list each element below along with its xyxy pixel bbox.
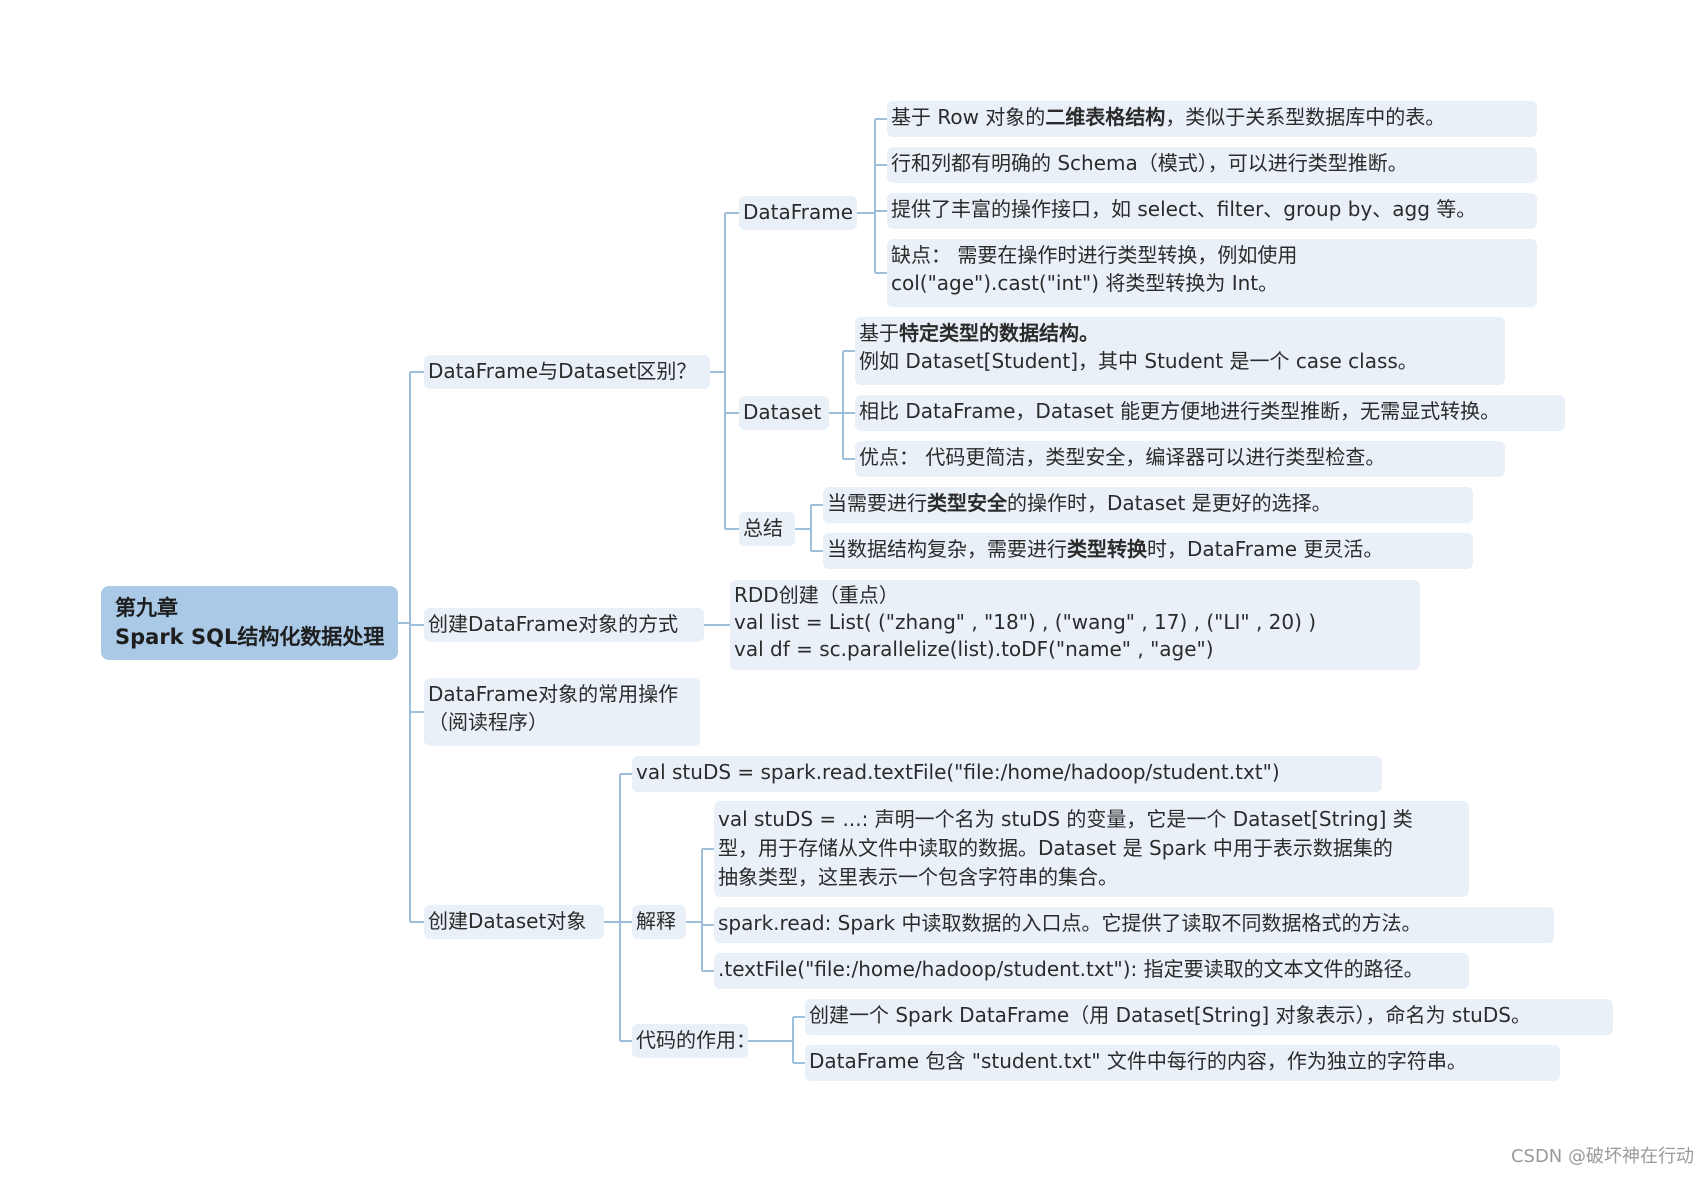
branch-dataframe-ops[interactable]: DataFrame对象的常用操作 （阅读程序） <box>424 678 700 746</box>
dataframe-leaf-1-c: ，类似于关系型数据库中的表。 <box>1165 105 1446 129</box>
dataframe-leaf-1-a: 基于 Row 对象的 <box>891 105 1046 129</box>
branch-create-dataframe-label: 创建DataFrame对象的方式 <box>428 612 679 636</box>
explain-node-label: 解释 <box>636 909 676 933</box>
branch-create-dataframe[interactable]: 创建DataFrame对象的方式 <box>424 608 704 642</box>
summary-leaf-2-b: 类型转换 <box>1067 537 1147 561</box>
dataset-leaf-3-text: 优点： 代码更简洁，类型安全，编译器可以进行类型检查。 <box>859 445 1386 469</box>
dataframe-leaf-1-b: 二维表格结构 <box>1045 105 1166 129</box>
explain-leaf-1-line2: 型，用于存储从文件中读取的数据。Dataset 是 Spark 中用于表示数据集… <box>718 836 1393 860</box>
dataframe-leaf-3-text: 提供了丰富的操作接口，如 select、filter、group by、agg … <box>891 197 1477 221</box>
dataset-leaf-1-line2: 例如 Dataset[Student]，其中 Student 是一个 case … <box>859 349 1418 373</box>
dataset-code-text: val stuDS = spark.read.textFile("file:/h… <box>636 760 1280 784</box>
explain-leaf-1-line1: val stuDS = ...: 声明一个名为 stuDS 的变量，它是一个 D… <box>718 807 1413 831</box>
rdd-create-line1: RDD创建（重点） <box>734 583 899 607</box>
dataframe-node-label: DataFrame <box>743 200 854 224</box>
branch-create-dataset[interactable]: 创建Dataset对象 <box>424 905 604 939</box>
summary-node-label: 总结 <box>743 516 783 540</box>
summary-leaf-1-b: 类型安全 <box>927 491 1007 515</box>
dataset-node[interactable]: Dataset <box>739 396 829 430</box>
dataset-leaf-1-b: 特定类型的数据结构。 <box>899 321 1099 345</box>
dataframe-leaf-4-line2: col("age").cast("int") 将类型转换为 Int。 <box>891 271 1279 295</box>
dataset-leaf-3[interactable]: 优点： 代码更简洁，类型安全，编译器可以进行类型检查。 <box>855 441 1505 477</box>
root-title-line1: 第九章 <box>115 596 178 620</box>
dataset-leaf-1[interactable]: 基于特定类型的数据结构。 例如 Dataset[Student]，其中 Stud… <box>855 317 1505 385</box>
dataset-code-node[interactable]: val stuDS = spark.read.textFile("file:/h… <box>632 756 1382 792</box>
rdd-create-line3: val df = sc.parallelize(list).toDF("name… <box>734 637 1214 661</box>
summary-leaf-1-c: 的操作时，Dataset 是更好的选择。 <box>1007 491 1332 515</box>
branch-create-dataset-label: 创建Dataset对象 <box>428 909 587 933</box>
purpose-leaf-2[interactable]: DataFrame 包含 "student.txt" 文件中每行的内容，作为独立… <box>805 1045 1560 1081</box>
explain-leaf-1[interactable]: val stuDS = ...: 声明一个名为 stuDS 的变量，它是一个 D… <box>714 801 1469 897</box>
purpose-node[interactable]: 代码的作用： <box>632 1024 756 1058</box>
summary-leaf-1-a: 当需要进行 <box>827 491 927 515</box>
explain-node[interactable]: 解释 <box>632 905 686 939</box>
summary-node[interactable]: 总结 <box>739 512 795 546</box>
branch-diff-label: DataFrame与Dataset区别？ <box>428 359 697 383</box>
dataframe-leaf-3[interactable]: 提供了丰富的操作接口，如 select、filter、group by、agg … <box>887 193 1537 229</box>
dataset-leaf-1-line1: 基于特定类型的数据结构。 <box>859 319 1501 347</box>
explain-leaf-3[interactable]: .textFile("file:/home/hadoop/student.txt… <box>714 953 1469 989</box>
root-title-line2: Spark SQL结构化数据处理 <box>115 625 385 649</box>
dataframe-leaf-2-text: 行和列都有明确的 Schema（模式），可以进行类型推断。 <box>891 151 1408 175</box>
branch-diff[interactable]: DataFrame与Dataset区别？ <box>424 355 710 389</box>
watermark: CSDN @破坏神在行动 <box>1510 1146 1694 1167</box>
purpose-leaf-1[interactable]: 创建一个 Spark DataFrame（用 Dataset[String] 对… <box>805 999 1613 1035</box>
dataset-leaf-1-a: 基于 <box>859 321 899 345</box>
purpose-leaf-1-text: 创建一个 Spark DataFrame（用 Dataset[String] 对… <box>809 1003 1531 1027</box>
branch-dataframe-ops-line1: DataFrame对象的常用操作 <box>428 682 679 706</box>
summary-leaf-2-a: 当数据结构复杂，需要进行 <box>827 537 1067 561</box>
root-node[interactable]: 第九章 Spark SQL结构化数据处理 <box>101 586 398 660</box>
explain-leaf-3-text: .textFile("file:/home/hadoop/student.txt… <box>718 957 1424 981</box>
purpose-node-label: 代码的作用： <box>636 1028 756 1052</box>
rdd-create-line2: val list = List( ("zhang" , "18") , ("wa… <box>734 610 1317 634</box>
summary-leaf-1[interactable]: 当需要进行类型安全的操作时，Dataset 是更好的选择。 <box>823 487 1473 523</box>
explain-leaf-1-line3: 抽象类型，这里表示一个包含字符串的集合。 <box>718 865 1118 889</box>
dataset-leaf-2-text: 相比 DataFrame，Dataset 能更方便地进行类型推断，无需显式转换。 <box>859 399 1501 423</box>
branch-dataframe-ops-line2: （阅读程序） <box>428 710 548 734</box>
dataframe-leaf-1[interactable]: 基于 Row 对象的二维表格结构，类似于关系型数据库中的表。 <box>887 101 1537 137</box>
dataset-leaf-2[interactable]: 相比 DataFrame，Dataset 能更方便地进行类型推断，无需显式转换。 <box>855 395 1565 431</box>
purpose-leaf-2-text: DataFrame 包含 "student.txt" 文件中每行的内容，作为独立… <box>809 1049 1467 1073</box>
dataframe-leaf-2[interactable]: 行和列都有明确的 Schema（模式），可以进行类型推断。 <box>887 147 1537 183</box>
dataframe-leaf-4-line1: 缺点： 需要在操作时进行类型转换，例如使用 <box>891 243 1298 267</box>
rdd-create-leaf[interactable]: RDD创建（重点） val list = List( ("zhang" , "1… <box>730 580 1420 670</box>
dataframe-leaf-4[interactable]: 缺点： 需要在操作时进行类型转换，例如使用 col("age").cast("i… <box>887 239 1537 307</box>
summary-leaf-2-c: 时，DataFrame 更灵活。 <box>1147 537 1384 561</box>
dataframe-node[interactable]: DataFrame <box>739 196 857 230</box>
summary-leaf-2[interactable]: 当数据结构复杂，需要进行类型转换时，DataFrame 更灵活。 <box>823 533 1473 569</box>
dataset-node-label: Dataset <box>743 400 822 424</box>
explain-leaf-2[interactable]: spark.read: Spark 中读取数据的入口点。它提供了读取不同数据格式… <box>714 907 1554 943</box>
explain-leaf-2-text: spark.read: Spark 中读取数据的入口点。它提供了读取不同数据格式… <box>718 911 1422 935</box>
